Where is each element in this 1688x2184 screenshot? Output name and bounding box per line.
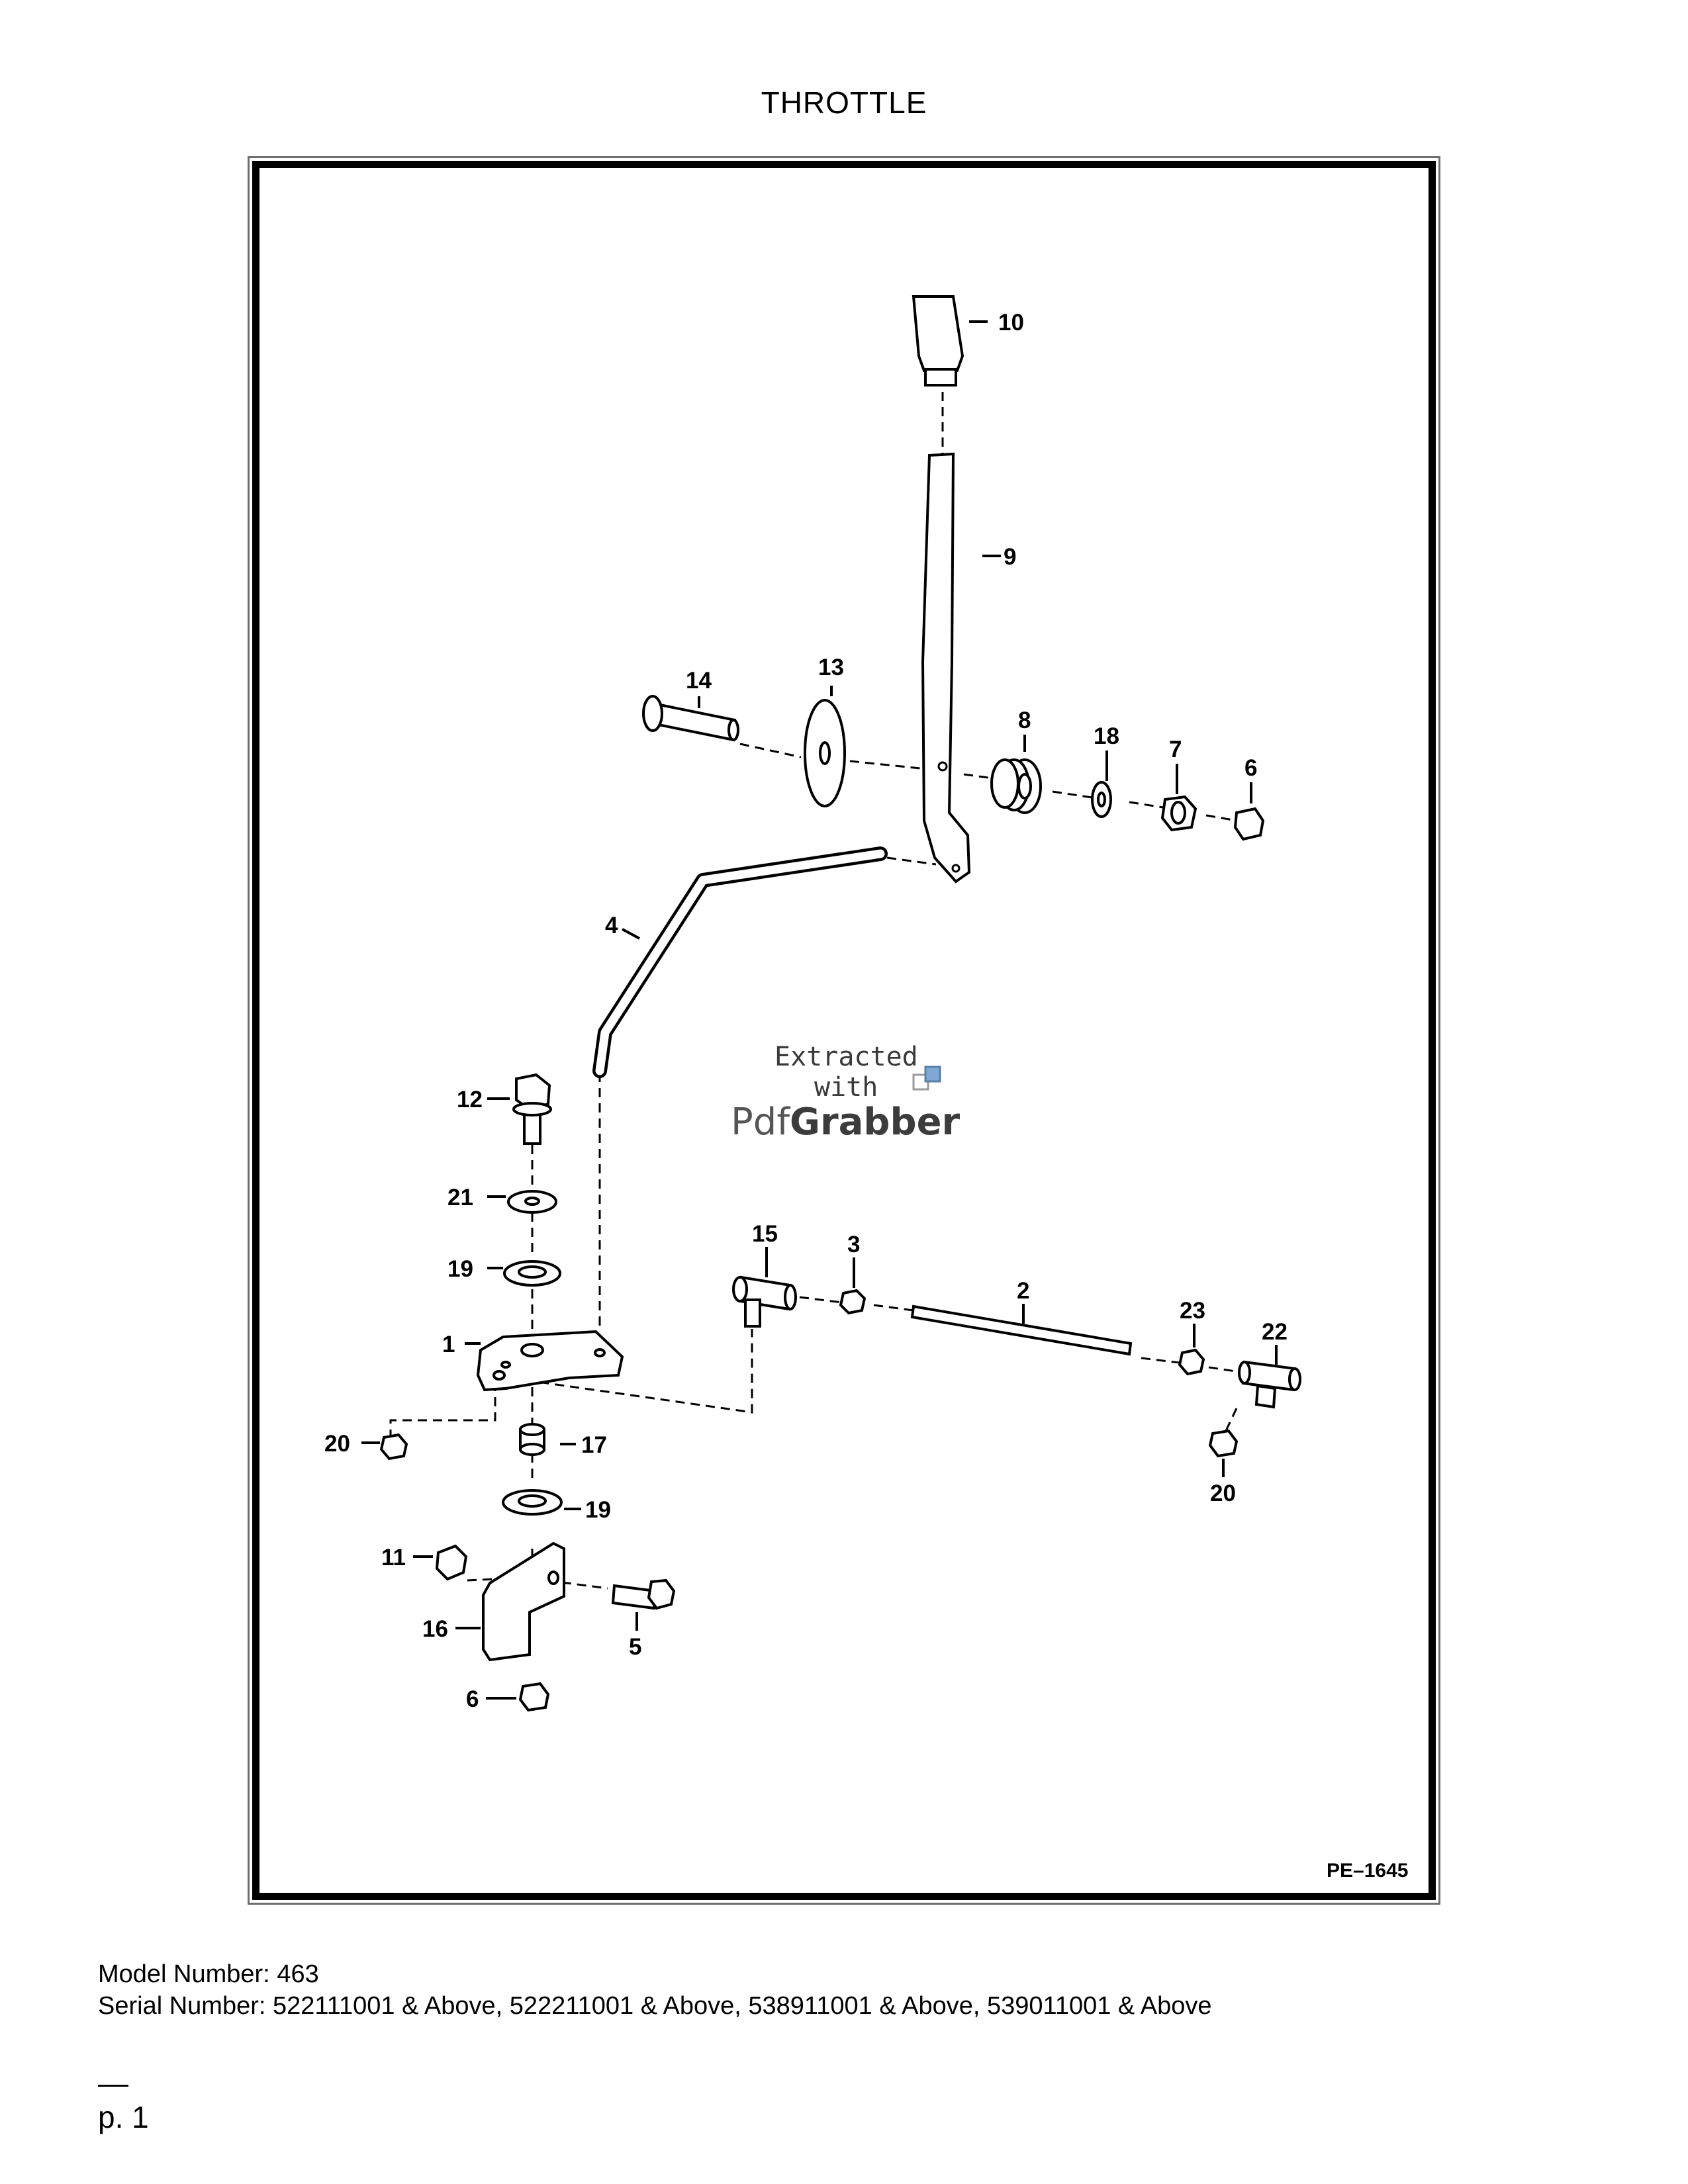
- callout-15: 15: [752, 1221, 778, 1247]
- callout-23: 23: [1180, 1298, 1205, 1324]
- callout-9: 9: [1004, 544, 1016, 570]
- callout-19-lower: 19: [585, 1497, 611, 1523]
- locknut-7: [1160, 795, 1197, 832]
- watermark-line-2: with: [814, 1072, 878, 1103]
- callout-22: 22: [1262, 1319, 1288, 1345]
- callout-21: 21: [447, 1185, 473, 1210]
- mount-bracket-16: [482, 1541, 565, 1662]
- figure-id: PE–1645: [1327, 1860, 1408, 1882]
- callout-6-lower: 6: [466, 1686, 479, 1712]
- nut-11: [435, 1544, 468, 1581]
- watermark-line-1: Extracted: [774, 1042, 918, 1072]
- callout-3: 3: [847, 1232, 860, 1257]
- callout-11: 11: [381, 1545, 406, 1570]
- page-number: p. 1: [98, 2100, 149, 2134]
- threaded-rod-2: [910, 1304, 1133, 1356]
- page-number-rule: [98, 2085, 128, 2087]
- callout-19-upper: 19: [447, 1256, 473, 1282]
- assembly-lines: [389, 392, 1245, 1590]
- diagram-frame-outer: [248, 156, 1440, 1905]
- callout-13: 13: [818, 655, 844, 680]
- watermark-brand: PdfGrabber: [731, 1101, 961, 1144]
- bracket-1: [476, 1330, 624, 1392]
- watermark-logo-icon: [912, 1066, 941, 1091]
- washer-19-upper: [503, 1260, 561, 1287]
- washer-19-lower: [502, 1489, 563, 1516]
- diagram-frame: [252, 161, 1436, 1900]
- ball-joint-22: [1238, 1360, 1301, 1409]
- callout-12: 12: [457, 1087, 483, 1113]
- callout-1: 1: [442, 1332, 455, 1357]
- nut-23: [1178, 1348, 1205, 1376]
- bolt-12: [512, 1073, 552, 1145]
- leader-lines: [361, 320, 1278, 1700]
- callout-20-right: 20: [1210, 1480, 1236, 1506]
- bolt-5: [611, 1578, 676, 1610]
- nut-6-upper: [1233, 807, 1265, 841]
- ball-joint-15: [732, 1275, 797, 1328]
- callout-10: 10: [998, 310, 1024, 336]
- model-number: Model Number: 463: [98, 1960, 319, 1988]
- bolt-14: [642, 695, 739, 742]
- locknut-20-left: [379, 1433, 408, 1461]
- callout-14: 14: [686, 668, 712, 694]
- nut-3: [839, 1289, 867, 1315]
- callout-20-left: 20: [324, 1431, 350, 1457]
- locknut-20-right: [1208, 1429, 1239, 1458]
- washer-18: [1091, 781, 1112, 818]
- callout-2: 2: [1017, 1278, 1029, 1304]
- washer-21: [507, 1190, 557, 1214]
- spring-8: [990, 758, 1042, 814]
- page-title: THROTTLE: [761, 85, 927, 120]
- serial-number: Serial Number: 522111001 & Above, 522211…: [98, 1992, 1212, 2020]
- callout-8: 8: [1018, 707, 1031, 733]
- watermark-brand-pdf: Pdf: [731, 1101, 790, 1144]
- throttle-knob: [912, 295, 964, 372]
- throttle-lever: [921, 452, 971, 884]
- callout-16: 16: [422, 1616, 448, 1642]
- callout-5: 5: [629, 1634, 641, 1660]
- callout-6-upper: 6: [1244, 755, 1257, 781]
- throttle-rod: [592, 846, 888, 1078]
- callout-17: 17: [581, 1432, 607, 1458]
- washer-13: [804, 699, 846, 807]
- callout-7: 7: [1169, 737, 1182, 762]
- callout-4: 4: [605, 913, 618, 938]
- nut-6-lower: [518, 1682, 550, 1712]
- watermark-brand-grabber: Grabber: [790, 1101, 961, 1144]
- callout-18: 18: [1094, 723, 1119, 749]
- bushing-17: [519, 1423, 545, 1456]
